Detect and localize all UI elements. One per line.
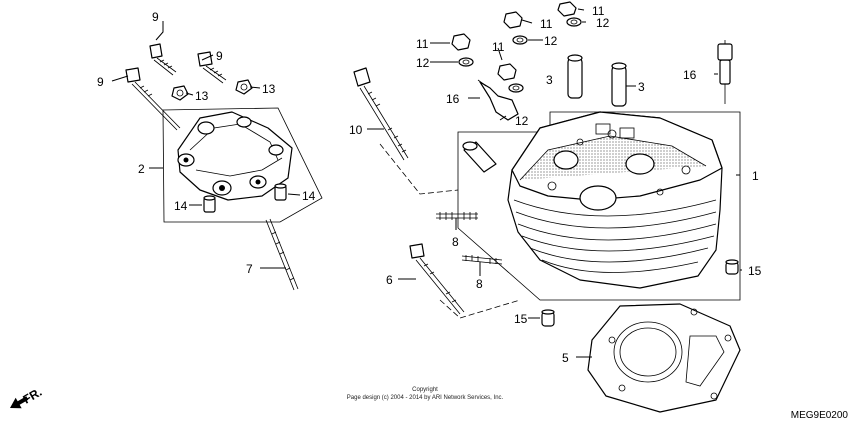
callout-10: 10 — [349, 123, 363, 137]
flange-bolt-top — [149, 43, 177, 76]
callout-1: 1 — [752, 169, 759, 183]
cylinder-head-gasket — [587, 303, 741, 413]
dowel-pin-right — [274, 183, 287, 201]
callout-14-left: 14 — [174, 199, 188, 213]
front-marker-label: FR. — [21, 385, 45, 407]
callout-12-a: 12 — [416, 56, 430, 70]
copyright-line-1: Copyright — [412, 387, 438, 393]
valve-guide-loose — [462, 141, 497, 173]
callout-12-c: 12 — [544, 34, 558, 48]
front-direction-arrow-icon — [10, 396, 29, 409]
spark-plug-right — [717, 40, 733, 104]
nut-right — [235, 79, 253, 95]
spark-plug-left — [477, 79, 519, 121]
copyright-line-2: Page design (c) 2004 - 2014 by ARI Netwo… — [347, 395, 504, 401]
callout-7: 7 — [246, 262, 253, 276]
cap-11-a — [451, 33, 471, 51]
callout-3-right: 3 — [638, 80, 645, 94]
washer-12-c — [512, 35, 528, 45]
callout-12-d: 12 — [596, 16, 610, 30]
valve-guide-right — [611, 62, 627, 107]
stud-bolt-8-upper — [436, 212, 478, 220]
callout-8-lower: 8 — [476, 277, 483, 291]
cap-11-d — [557, 1, 577, 17]
callout-9-left: 9 — [97, 75, 104, 89]
callout-14-right: 14 — [302, 189, 316, 203]
stud-bolt-7 — [265, 218, 299, 291]
flange-bolt-long — [125, 67, 181, 131]
callout-13-right: 13 — [262, 82, 276, 96]
callout-9-middle: 9 — [216, 49, 223, 63]
callout-11-d: 11 — [592, 4, 605, 18]
stud-bolt-8-lower — [461, 255, 503, 265]
callout-2: 2 — [138, 162, 145, 176]
callout-9-top: 9 — [152, 10, 159, 24]
washer-12-a — [458, 57, 474, 67]
nut-left — [171, 85, 189, 101]
washer-12-b — [508, 83, 524, 93]
callout-11-c: 11 — [540, 17, 553, 31]
callout-12-b: 12 — [515, 114, 529, 128]
cylinder-head — [507, 111, 723, 289]
callout-6: 6 — [386, 273, 393, 287]
dowel-pin-left — [203, 195, 216, 213]
diagram-code: MEG9E0200 — [791, 410, 849, 421]
cylinder-head-bolt-6 — [409, 243, 465, 315]
callout-11-a: 11 — [416, 37, 429, 51]
callout-3-left: 3 — [546, 73, 553, 87]
cylinder-head-bolt-10 — [353, 67, 409, 161]
rocker-arm-holder — [177, 111, 293, 201]
callout-13-left: 13 — [195, 89, 209, 103]
cap-11-c — [503, 11, 523, 29]
callout-8-upper: 8 — [452, 235, 459, 249]
callout-15-lower: 15 — [514, 312, 528, 326]
washer-12-d — [566, 17, 582, 27]
callout-15-right: 15 — [748, 264, 762, 278]
valve-guide-left — [567, 54, 583, 99]
rocker-holder-outline-box — [162, 107, 323, 223]
cap-11-b — [497, 63, 517, 81]
callout-16-right: 16 — [683, 68, 697, 82]
leader-lines — [111, 8, 742, 358]
dowel-pin-head — [725, 259, 739, 275]
callout-16-left: 16 — [446, 92, 460, 106]
dowel-pin-lower — [541, 309, 555, 327]
callout-11-b: 11 — [492, 40, 505, 54]
callout-5: 5 — [562, 351, 569, 365]
